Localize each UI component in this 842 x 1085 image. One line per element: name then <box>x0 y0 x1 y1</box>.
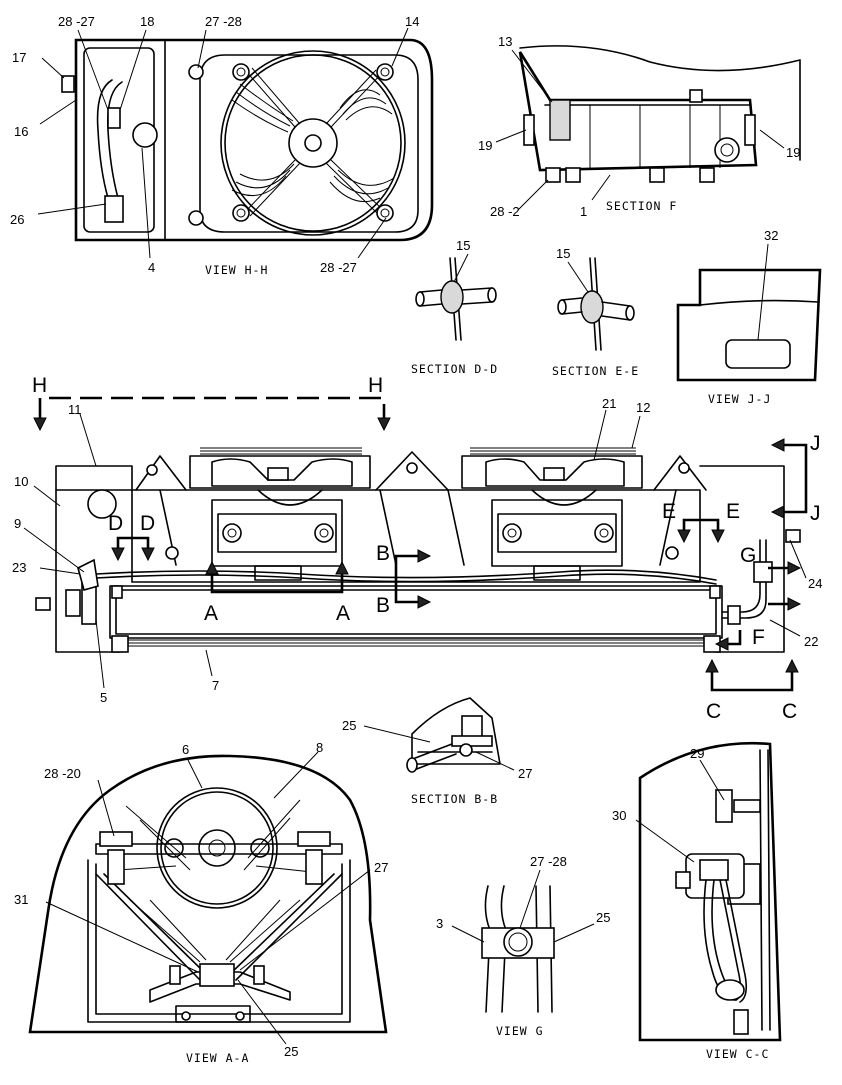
callout-17: 17 <box>12 50 26 65</box>
callout-25-c: 25 <box>596 910 610 925</box>
callout-10: 10 <box>14 474 28 489</box>
section-letter-j-top: J <box>810 432 821 455</box>
callout-19-b: 19 <box>786 145 800 160</box>
callout-27-a: 27 <box>518 766 532 781</box>
view-hh-group <box>61 38 434 242</box>
callout-13: 13 <box>498 34 512 49</box>
callout-1: 1 <box>580 204 587 219</box>
section-ee-group <box>557 257 635 351</box>
view-g-group <box>481 885 555 1013</box>
callout-12: 12 <box>636 400 650 415</box>
callout-31: 31 <box>14 892 28 907</box>
callout-23: 23 <box>12 560 26 575</box>
section-letter-j-bottom: J <box>810 502 821 525</box>
callout-32: 32 <box>764 228 778 243</box>
callout-14: 14 <box>405 14 419 29</box>
callout-28-2: 28 -2 <box>490 204 520 219</box>
callout-19-a: 19 <box>478 138 492 153</box>
callout-28-20: 28 -20 <box>44 766 81 781</box>
section-letter-b-top: B <box>376 542 390 565</box>
view-jj-caption: VIEW J-J <box>708 392 771 406</box>
callout-6: 6 <box>182 742 189 757</box>
section-letter-d-right: D <box>140 512 155 535</box>
callout-25-b: 25 <box>284 1044 298 1059</box>
callout-15-b: 15 <box>556 246 570 261</box>
section-letter-f: F <box>752 626 765 649</box>
callout-30: 30 <box>612 808 626 823</box>
section-letter-c-right: C <box>782 700 797 723</box>
callout-9: 9 <box>14 516 21 531</box>
callout-15-a: 15 <box>456 238 470 253</box>
callout-27-28: 27 -28 <box>205 14 242 29</box>
callout-27-b: 27 <box>374 860 388 875</box>
view-cc-group <box>638 741 782 1042</box>
section-f-group <box>518 45 801 183</box>
callout-4: 4 <box>148 260 155 275</box>
section-letter-g: G <box>740 544 756 567</box>
callout-22: 22 <box>804 634 818 649</box>
callout-7: 7 <box>212 678 219 693</box>
callout-3: 3 <box>436 916 443 931</box>
section-letter-e-left: E <box>662 500 676 523</box>
section-bb-caption: SECTION B-B <box>411 792 498 806</box>
callout-28-27: 28 -27 <box>58 14 95 29</box>
view-g-caption: VIEW G <box>496 1024 544 1038</box>
section-letter-a-left: A <box>204 602 218 625</box>
section-dd-caption: SECTION D-D <box>411 362 498 376</box>
callout-8: 8 <box>316 740 323 755</box>
callout-11: 11 <box>68 402 82 417</box>
section-letter-b-bottom: B <box>376 594 390 617</box>
callout-26: 26 <box>10 212 24 227</box>
section-letter-h-left: H <box>32 374 47 397</box>
view-cc-caption: VIEW C-C <box>706 1047 769 1061</box>
section-bb-group <box>406 697 501 773</box>
callout-18: 18 <box>140 14 154 29</box>
callout-21: 21 <box>602 396 616 411</box>
view-hh-caption: VIEW H-H <box>205 263 268 277</box>
section-letter-e-right: E <box>726 500 740 523</box>
section-letter-d-left: D <box>108 512 123 535</box>
section-ee-caption: SECTION E-E <box>552 364 639 378</box>
callout-5: 5 <box>100 690 107 705</box>
section-f-caption: SECTION F <box>606 199 677 213</box>
callout-16: 16 <box>14 124 28 139</box>
section-letter-c-left: C <box>706 700 721 723</box>
main-view-group <box>33 396 808 692</box>
section-letter-a-right: A <box>336 602 350 625</box>
callout-28-27-b: 28 -27 <box>320 260 357 275</box>
callout-29: 29 <box>690 746 704 761</box>
callout-24: 24 <box>808 576 822 591</box>
callout-25-a: 25 <box>342 718 356 733</box>
section-letter-h-right: H <box>368 374 383 397</box>
section-dd-group <box>415 257 497 341</box>
view-jj-group <box>676 268 822 382</box>
callout-27-28-b: 27 -28 <box>530 854 567 869</box>
view-aa-caption: VIEW A-A <box>186 1051 249 1065</box>
view-aa-group <box>28 754 388 1034</box>
